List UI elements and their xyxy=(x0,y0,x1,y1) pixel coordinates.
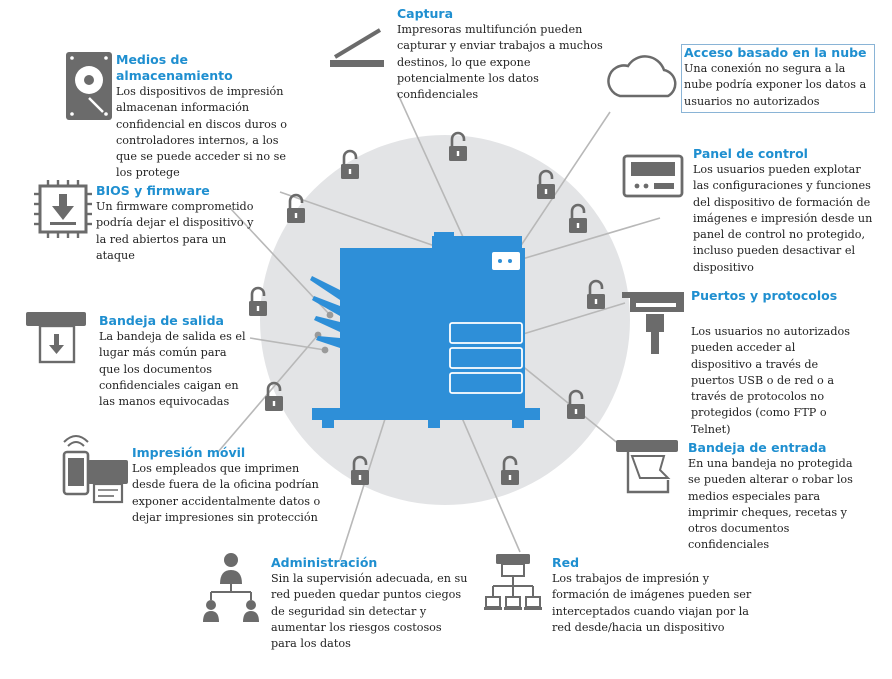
printer-screen xyxy=(492,252,520,270)
multifunction-printer xyxy=(310,232,540,428)
topic-text: Los usuarios pueden explotar las configu… xyxy=(693,163,873,274)
topic-title: Impresión móvil xyxy=(132,445,246,460)
topic-title: Administración xyxy=(271,555,378,570)
topic-panel-control: Panel de control Los usuarios pueden exp… xyxy=(693,146,873,276)
topic-bandeja-entrada: Bandeja de entrada En una bandeja no pro… xyxy=(688,440,868,554)
input-tray-icon xyxy=(616,440,678,494)
topic-text: Impresoras multifunción pueden capturar … xyxy=(397,23,603,102)
topic-red: Red Los trabajos de impresión y formació… xyxy=(552,555,752,636)
topic-title: Captura xyxy=(397,6,454,21)
chip-download-icon xyxy=(34,180,92,238)
topic-title: Panel de control xyxy=(693,146,808,161)
topic-title: BIOS y firmware xyxy=(96,183,210,198)
topic-title: Medios de almacenamiento xyxy=(116,52,233,83)
topic-title: Bandeja de salida xyxy=(99,313,224,328)
topic-puertos-protocolos: Puertos y protocolos Los usuarios no aut… xyxy=(691,288,859,438)
topic-text: En una bandeja no protegida se pueden al… xyxy=(688,457,853,552)
scanner-icon xyxy=(330,28,384,67)
topic-title: Bandeja de entrada xyxy=(688,440,827,455)
topic-title: Puertos y protocolos xyxy=(691,288,838,303)
topic-bandeja-salida: Bandeja de salida La bandeja de salida e… xyxy=(99,313,249,410)
topic-bios-firmware: BIOS y firmware Un firmware comprometido… xyxy=(96,183,256,264)
topic-text: La bandeja de salida es el lugar más com… xyxy=(99,330,246,409)
org-chart-icon xyxy=(203,553,259,622)
topic-text: Una conexión no segura a la nube podría … xyxy=(684,62,867,108)
topic-title: Red xyxy=(552,555,580,570)
topic-text: Sin la supervisión adecuada, en su red p… xyxy=(271,572,468,651)
topic-text: Los trabajos de impresión y formación de… xyxy=(552,572,752,634)
topic-text: Los dispositivos de impresión almacenan … xyxy=(116,85,287,180)
topic-text: Los usuarios no autorizados pueden acced… xyxy=(691,325,850,436)
hard-drive-icon xyxy=(66,52,112,120)
topic-impresion-movil: Impresión móvil Los empleados que imprim… xyxy=(132,445,324,526)
topic-title: Acceso basado en la nube xyxy=(684,45,867,60)
topic-medios-almacenamiento: Medios de almacenamiento Los dispositivo… xyxy=(116,52,296,182)
topic-acceso-nube: Acceso basado en la nube Una conexión no… xyxy=(681,44,875,113)
network-icon xyxy=(484,554,542,610)
cloud-icon xyxy=(607,55,677,98)
topic-text: Un firmware comprometido podría dejar el… xyxy=(96,200,254,262)
topic-captura: Captura Impresoras multifunción pueden c… xyxy=(397,6,607,103)
topic-administracion: Administración Sin la supervisión adecua… xyxy=(271,555,471,652)
usb-icon xyxy=(622,292,684,354)
topic-text: Los empleados que imprimen desde fuera d… xyxy=(132,462,321,524)
mobile-print-icon xyxy=(62,435,128,504)
control-panel-icon xyxy=(622,154,684,198)
output-tray-icon xyxy=(26,312,86,364)
